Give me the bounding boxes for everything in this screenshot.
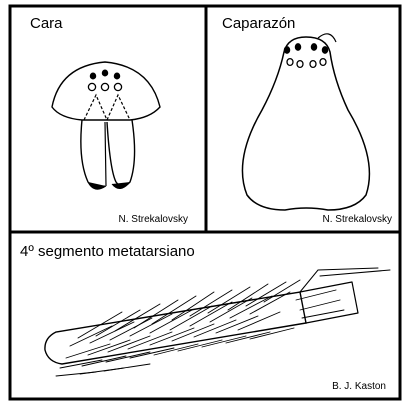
- carapace-credit: N. Strekalovsky: [323, 214, 392, 225]
- carapace-outline: [242, 37, 369, 210]
- face-credit: N. Strekalovsky: [119, 214, 188, 225]
- face-title: Cara: [30, 15, 63, 32]
- leg-title: 4º segmento metatarsiano: [20, 243, 195, 260]
- panel-face: Cara N. Strekalovsky: [30, 15, 188, 225]
- panel-carapace: Caparazón N. Strekalovsky: [222, 15, 392, 225]
- leg-credit: B. J. Kaston: [332, 381, 386, 392]
- leg-segment-drawing: [45, 268, 390, 376]
- face-drawing: [52, 62, 160, 189]
- face-eyes: [88, 70, 121, 90]
- carapace-title: Caparazón: [222, 15, 295, 32]
- panel-leg: 4º segmento metatarsiano B. J. Kaston: [20, 243, 390, 392]
- carapace-eyes: [284, 44, 327, 68]
